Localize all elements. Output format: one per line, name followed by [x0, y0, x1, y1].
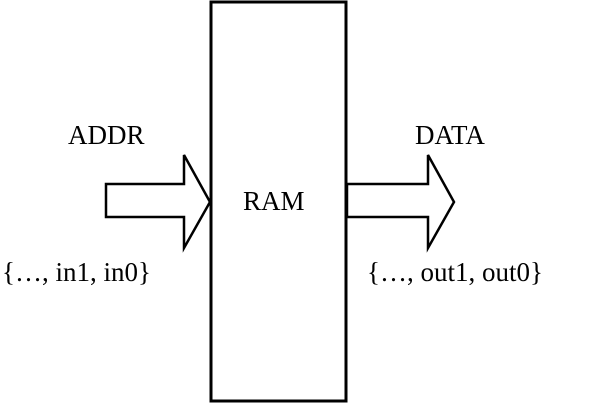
data-label: DATA [415, 120, 485, 150]
addr-input-arrow [104, 154, 212, 253]
addr-label: ADDR [68, 120, 145, 150]
input-signals-label: {…, in1, in0} [2, 257, 151, 287]
data-output-arrow [345, 154, 456, 253]
ram-label: RAM [243, 186, 305, 216]
ram-block [209, 0, 348, 403]
output-signals-label: {…, out1, out0} [367, 257, 543, 287]
